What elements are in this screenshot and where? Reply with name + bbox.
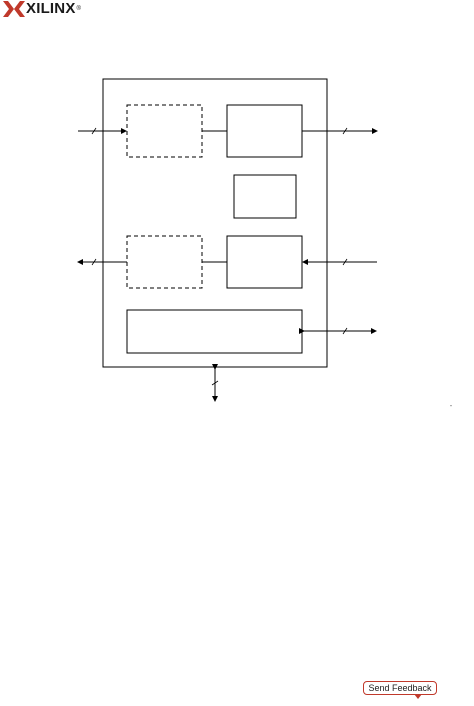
dashed-block-top: [126, 104, 203, 158]
solid-block-top: [226, 104, 303, 158]
xilinx-logo: XILINX ®: [3, 0, 81, 18]
bus-slash-top-output: [342, 127, 348, 135]
dashed-block-bottom: [126, 235, 203, 289]
xilinx-x-logo-icon: [3, 1, 25, 17]
solid-block-bottom: [226, 235, 303, 289]
bus-slash-bidirectional-right: [342, 327, 348, 335]
brand-name: XILINX: [26, 0, 76, 17]
bus-slash-bottom: [211, 380, 219, 386]
bus-slash-right-input: [342, 258, 348, 266]
outer-module-box: [102, 78, 328, 368]
bus-slash-top-input: [91, 127, 97, 135]
send-feedback-button[interactable]: Send Feedback: [363, 681, 437, 695]
wide-block: [126, 309, 303, 354]
page-marker: ": [450, 405, 452, 411]
registered-mark: ®: [76, 6, 81, 12]
feedback-bubble-tail: [414, 694, 422, 699]
solid-block-center: [233, 174, 297, 219]
bus-slash-left-output: [91, 258, 97, 266]
